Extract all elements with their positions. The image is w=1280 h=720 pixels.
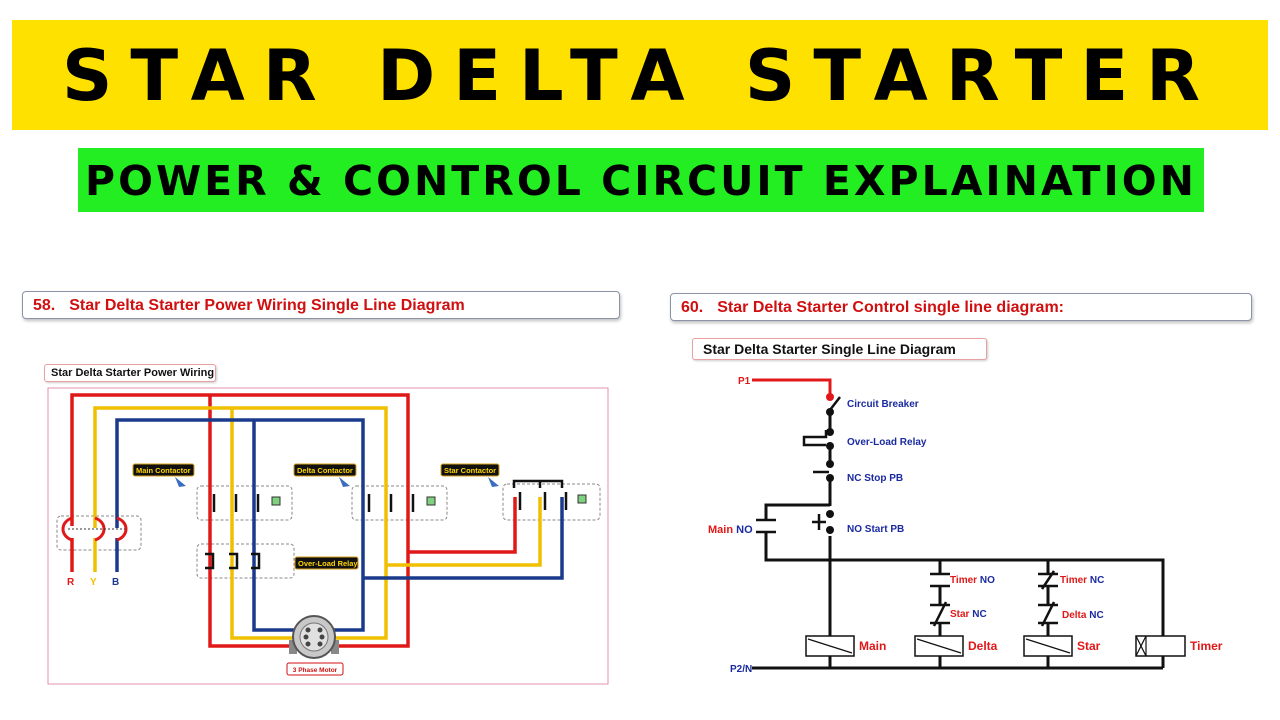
contactor-bars [212, 492, 568, 512]
overload-relay-box [196, 543, 295, 579]
power-caption-number: 58. [33, 297, 56, 314]
overload-relay-tag: Over-Load Relay [298, 559, 358, 568]
phase-r-label: R [67, 577, 75, 588]
no-start-label: NO Start PB [847, 524, 904, 535]
delta-contactor-tag: Delta Contactor [297, 466, 353, 475]
page-subtitle: POWER & CONTROL CIRCUIT EXPLAINATION [85, 157, 1197, 205]
motor-symbol [289, 615, 339, 659]
p1-label: P1 [738, 376, 751, 387]
power-wiring-diagram: 3 Phase Motor Main Contactor Delta Conta… [47, 387, 609, 685]
control-caption-text: Star Delta Starter Control single line d… [717, 299, 1064, 316]
title-banner [12, 20, 1268, 130]
overload-symbols [205, 552, 261, 570]
subtitle-banner [78, 148, 1204, 212]
power-diagram-frame [47, 387, 609, 685]
control-caption-number: 60. [681, 299, 704, 316]
delta-coil-label: Delta [968, 639, 998, 653]
page-title: STAR DELTA STARTER [61, 35, 1219, 117]
timer-no-label: Timer NO [950, 575, 995, 586]
main-contactor-tag: Main Contactor [136, 466, 191, 475]
control-wires [752, 412, 1165, 670]
star-contactor-tag: Star Contactor [444, 466, 496, 475]
timer-nc-label: Timer NC [1060, 575, 1104, 586]
timer-coil-label: Timer [1190, 639, 1223, 653]
power-diagram-title: Star Delta Starter Power Wiring [44, 364, 216, 382]
phase-b-wires [115, 418, 564, 632]
power-caption-text: Star Delta Starter Power Wiring Single L… [69, 297, 465, 314]
nc-stop-label: NC Stop PB [847, 473, 903, 484]
control-caption: 60. Star Delta Starter Control single lin… [670, 293, 1252, 321]
motor-label: 3 Phase Motor [293, 667, 338, 674]
timer-coil [1135, 635, 1186, 657]
overload-relay-label: Over-Load Relay [847, 437, 927, 448]
main-contactor-box [196, 485, 293, 521]
contactor-tags: Main Contactor Delta Contactor Star Cont… [132, 463, 500, 570]
phase-b-label: B [112, 577, 119, 588]
control-circuit-diagram: P1 P2/N Circuit Breaker Over-Load Relay … [708, 376, 1223, 675]
main-coil-label: Main [859, 639, 886, 653]
delta-nc-label: Delta NC [1062, 610, 1104, 621]
p2n-label: P2/N [730, 664, 752, 675]
phase-y-wires [93, 406, 542, 640]
power-caption: 58. Star Delta Starter Power Wiring Singl… [22, 291, 620, 319]
phase-r-wires [70, 393, 517, 648]
phase-y-label: Y [90, 577, 97, 588]
delta-contactor-box [351, 485, 448, 521]
breaker-box [56, 515, 142, 551]
main-no-label: Main NO [708, 524, 753, 536]
circuit-breaker-label: Circuit Breaker [847, 399, 919, 410]
star-coil-label: Star [1077, 639, 1101, 653]
control-diagram-title: Star Delta Starter Single Line Diagram [692, 338, 987, 360]
star-nc-label: Star NC [950, 609, 987, 620]
